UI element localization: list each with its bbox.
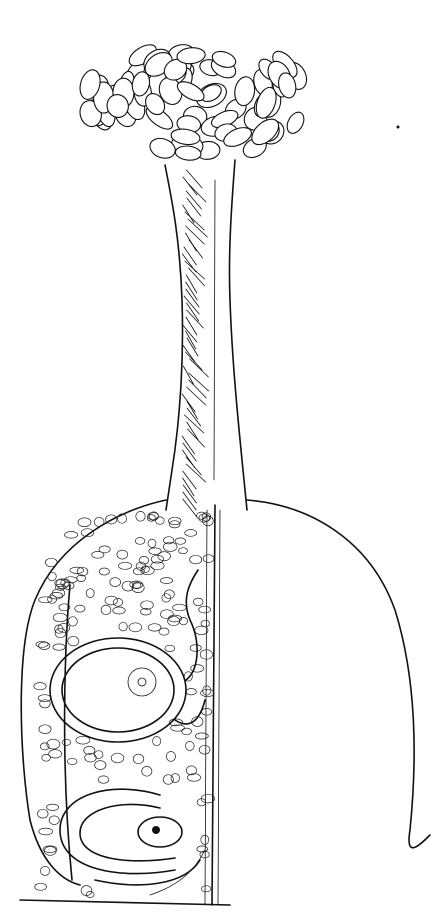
pollen-grain bbox=[284, 109, 308, 136]
stigma-pollen-cluster bbox=[77, 41, 311, 162]
style-column bbox=[165, 160, 247, 517]
upper-ovule bbox=[50, 570, 205, 742]
ovary-outline bbox=[20, 500, 430, 905]
lower-ovule bbox=[60, 789, 205, 895]
specimen-dot bbox=[397, 126, 400, 129]
